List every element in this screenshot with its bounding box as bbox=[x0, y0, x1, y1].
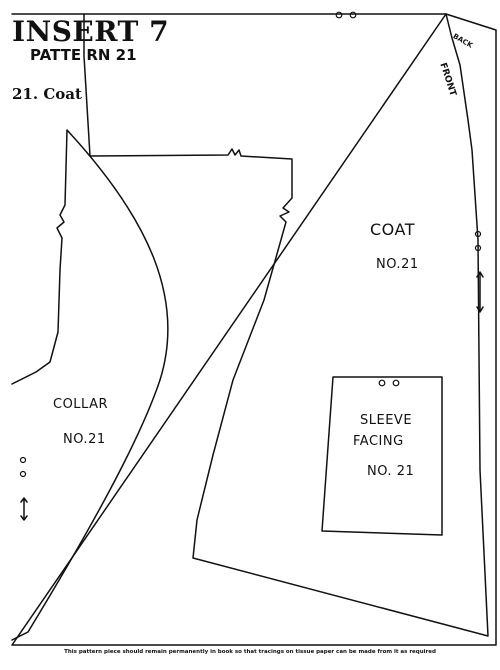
punch-hole-icon bbox=[19, 470, 27, 478]
collar-label: COLLAR bbox=[53, 397, 109, 412]
coat-outline bbox=[83, 13, 489, 637]
grainline-arrow-icon bbox=[20, 497, 28, 521]
grainline-arrow-icon bbox=[476, 271, 484, 313]
sleeve-facing-label-line1: SLEEVE bbox=[360, 413, 413, 428]
punch-hole-icon bbox=[335, 11, 343, 19]
punch-hole-icon bbox=[378, 379, 386, 387]
punch-hole-icon bbox=[474, 230, 482, 238]
collar-number: NO.21 bbox=[63, 432, 106, 447]
sleeve-facing-outline bbox=[321, 376, 443, 536]
sleeve-facing-label-line2: FACING bbox=[353, 434, 404, 449]
pattern-subtitle: PATTE RN 21 bbox=[30, 46, 137, 64]
sleeve-facing-number: NO. 21 bbox=[367, 464, 415, 479]
footer-note: This pattern piece should remain permane… bbox=[64, 649, 436, 655]
punch-hole-icon bbox=[392, 379, 400, 387]
punch-hole-icon bbox=[349, 11, 357, 19]
insert-title: INSERT 7 bbox=[12, 15, 170, 48]
collar-outline bbox=[11, 129, 169, 641]
coat-label: COAT bbox=[370, 220, 415, 239]
punch-hole-icon bbox=[19, 456, 27, 464]
page-border bbox=[11, 13, 497, 646]
punch-hole-icon bbox=[474, 244, 482, 252]
coat-number: NO.21 bbox=[376, 257, 419, 272]
piece-heading: 21. Coat bbox=[12, 85, 82, 103]
